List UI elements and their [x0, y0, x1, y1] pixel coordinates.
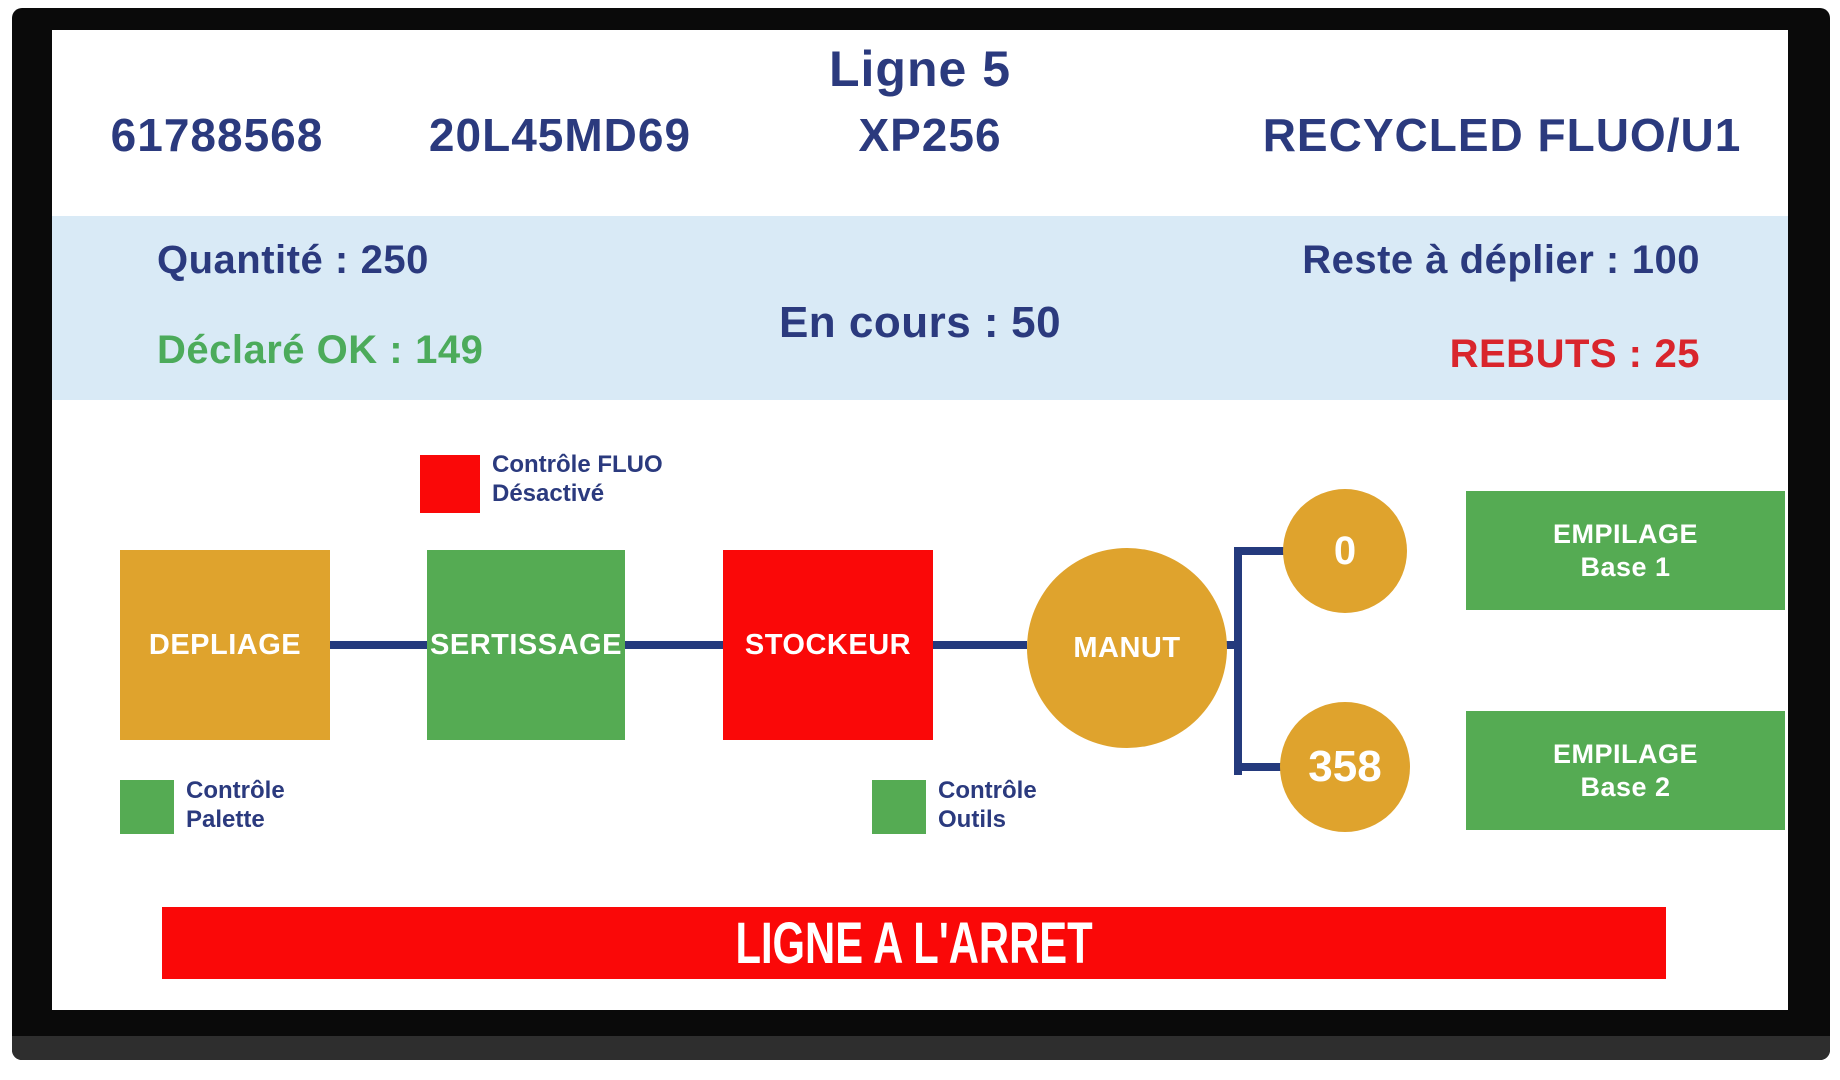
stat-reste-label: Reste à déplier :	[1302, 238, 1620, 282]
controle-palette-label: Contrôle Palette	[186, 776, 285, 834]
controle-fluo-label-line1: Contrôle FLUO	[492, 451, 663, 478]
stat-reste-a-deplier: Reste à déplier :100	[1302, 238, 1700, 283]
controle-palette-swatch	[120, 780, 174, 834]
stat-quantite-value: 250	[360, 238, 429, 282]
stat-rebuts-value: 25	[1654, 332, 1700, 376]
code-product-name: RECYCLED FLUO/U1	[1262, 109, 1742, 161]
controle-fluo-status-swatch	[420, 455, 480, 513]
output-empilage-base2: EMPILAGE Base 2	[1466, 711, 1785, 830]
controle-outils-swatch	[872, 780, 926, 834]
controle-palette-label-line1: Contrôle	[186, 777, 285, 804]
station-sertissage: SERTISSAGE	[427, 550, 625, 740]
controle-outils-label: Contrôle Outils	[938, 776, 1037, 834]
stat-quantite: Quantité :250	[157, 238, 429, 283]
controle-fluo-label: Contrôle FLUO Désactivé	[492, 450, 663, 508]
output-empilage-base1-line2: Base 1	[1580, 551, 1671, 582]
connector-stockeur-manut	[933, 641, 1027, 649]
stat-reste-value: 100	[1631, 238, 1700, 282]
controle-fluo-label-line2: Désactivé	[492, 480, 605, 507]
station-manut-label: MANUT	[1073, 631, 1181, 664]
code-batch: 20L45MD69	[428, 109, 692, 161]
stat-rebuts: REBUTS :25	[1450, 332, 1700, 377]
counter-base1-value: 0	[1333, 528, 1357, 573]
status-banner-text: LIGNE A L'ARRET	[735, 910, 1093, 976]
code-article: XP256	[858, 109, 1002, 161]
counter-base2-value: 358	[1308, 742, 1382, 791]
branch-top-stub	[1234, 547, 1284, 555]
stats-band: Quantité :250 Déclaré OK :149 En cours :…	[52, 216, 1788, 400]
stat-en-cours: En cours :50	[52, 298, 1788, 348]
station-depliage-label: DEPLIAGE	[148, 628, 302, 661]
stat-declare-ok-value: 149	[415, 328, 484, 372]
stat-en-cours-label: En cours :	[778, 298, 1000, 347]
monitor-frame-bottom	[12, 1036, 1830, 1060]
monitor-frame: Ligne 5 61788568 20L45MD69 XP256 RECYCLE…	[12, 8, 1830, 1060]
station-stockeur: STOCKEUR	[723, 550, 933, 740]
controle-outils-label-line1: Contrôle	[938, 777, 1037, 804]
controle-outils-label-line2: Outils	[938, 806, 1007, 833]
connector-depliage-sertissage	[330, 641, 427, 649]
output-empilage-base2-line1: EMPILAGE	[1552, 738, 1698, 769]
connector-sertissage-stockeur	[625, 641, 723, 649]
stat-rebuts-label: REBUTS :	[1449, 332, 1643, 376]
station-sertissage-label: SERTISSAGE	[430, 628, 622, 661]
counter-base2: 358	[1280, 702, 1410, 832]
connector-manut-branch	[1222, 641, 1242, 649]
output-empilage-base1: EMPILAGE Base 1	[1466, 491, 1785, 610]
stat-declare-ok: Déclaré OK :149	[157, 328, 483, 373]
branch-bottom-stub	[1234, 763, 1281, 771]
stat-en-cours-value: 50	[1011, 298, 1062, 347]
output-empilage-base1-line1: EMPILAGE	[1552, 518, 1698, 549]
station-manut: MANUT	[1027, 548, 1227, 748]
status-banner: LIGNE A L'ARRET	[162, 907, 1666, 979]
controle-palette-label-line2: Palette	[186, 806, 265, 833]
stat-declare-ok-label: Déclaré OK :	[157, 328, 404, 372]
branch-vertical-line	[1234, 547, 1242, 775]
page-title: Ligne 5	[828, 41, 1012, 97]
station-depliage: DEPLIAGE	[120, 550, 330, 740]
station-stockeur-label: STOCKEUR	[744, 628, 912, 661]
stat-quantite-label: Quantité :	[157, 238, 349, 282]
dashboard-screen: Ligne 5 61788568 20L45MD69 XP256 RECYCLE…	[52, 30, 1788, 1010]
counter-base1: 0	[1283, 489, 1407, 613]
code-of-number: 61788568	[110, 109, 324, 161]
output-empilage-base2-line2: Base 2	[1580, 771, 1671, 802]
